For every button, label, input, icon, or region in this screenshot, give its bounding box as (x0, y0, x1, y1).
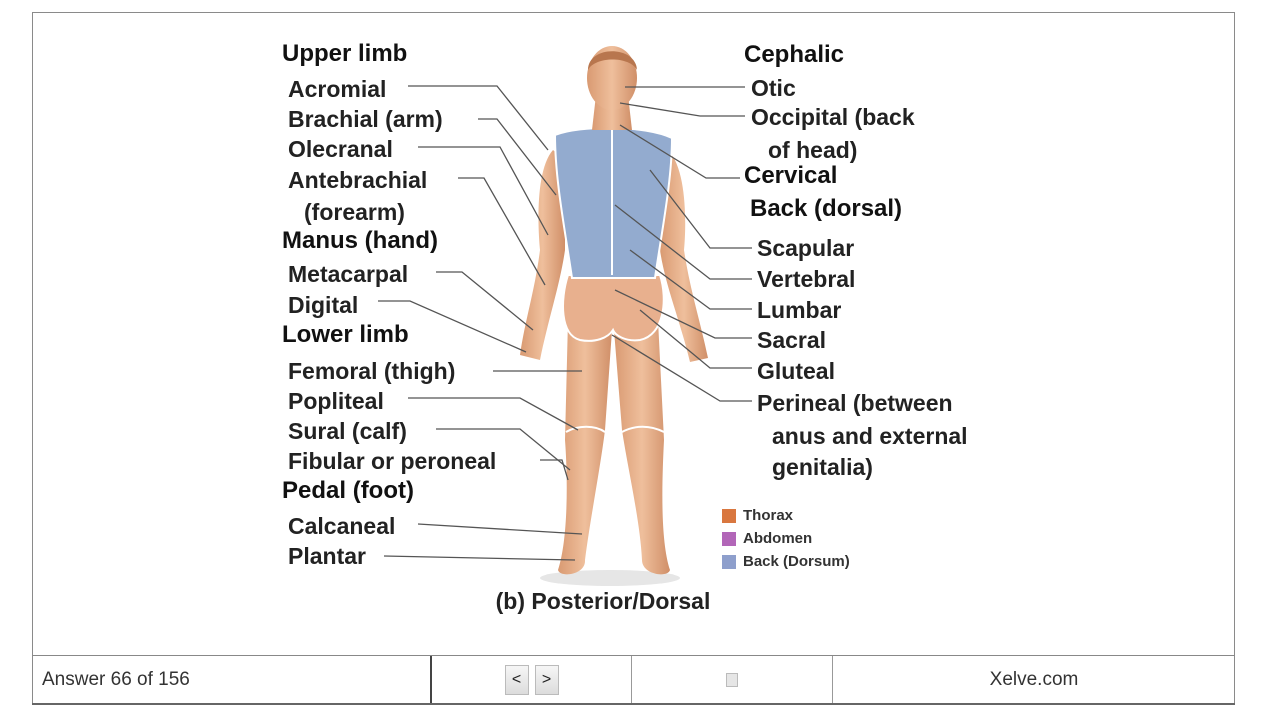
legend: Thorax Abdomen Back (Dorsum) (722, 504, 850, 573)
label-occipital: Occipital (back (751, 104, 915, 130)
label-sural: Sural (calf) (288, 418, 407, 444)
label-cephalic: Cephalic (744, 41, 845, 68)
nav-buttons: < > (432, 656, 632, 703)
label-popliteal: Popliteal (288, 388, 384, 414)
label-olecranal: Olecranal (288, 136, 393, 162)
legend-item-back: Back (Dorsum) (722, 550, 850, 573)
checkbox[interactable] (726, 672, 738, 687)
back-region (553, 126, 674, 279)
leader-lines (378, 85, 752, 561)
label-vertebral: Vertebral (757, 266, 856, 292)
label-cervical: Cervical (744, 162, 838, 189)
label-scapular: Scapular (757, 235, 855, 261)
diagram-caption: (b) Posterior/Dorsal (495, 588, 711, 614)
label-forearm: (forearm) (304, 199, 405, 225)
label-pedal: Pedal (foot) (282, 477, 414, 504)
footer-bar: Answer 66 of 156 < > Xelve.com (32, 655, 1235, 705)
label-gluteal: Gluteal (757, 358, 835, 384)
label-back-dorsal: Back (dorsal) (750, 195, 903, 222)
label-plantar: Plantar (288, 543, 366, 569)
swatch-thorax (722, 508, 736, 523)
label-occipital-cont: of head) (768, 137, 858, 163)
legend-item-abdomen: Abdomen (722, 527, 850, 550)
label-sacral: Sacral (757, 327, 827, 353)
left-leg (558, 320, 612, 575)
swatch-abdomen (722, 531, 736, 546)
label-femoral: Femoral (thigh) (288, 358, 456, 384)
next-button[interactable]: > (534, 664, 559, 695)
toggle-cell (632, 656, 833, 703)
label-calcaneal: Calcaneal (288, 513, 396, 539)
label-perineal: Perineal (between (757, 390, 953, 416)
head (587, 46, 637, 110)
left-arm (520, 150, 565, 360)
swatch-back (722, 554, 736, 569)
label-antebrachial: Antebrachial (288, 167, 428, 193)
legend-item-thorax: Thorax (722, 504, 850, 527)
site-link[interactable]: Xelve.com (989, 668, 1079, 690)
label-brachial: Brachial (arm) (288, 106, 443, 132)
label-metacarpal: Metacarpal (288, 261, 409, 287)
label-digital: Digital (288, 292, 359, 318)
label-fibular: Fibular or peroneal (288, 448, 497, 474)
label-otic: Otic (751, 75, 796, 101)
label-acromial: Acromial (288, 76, 387, 102)
answer-counter: Answer 66 of 156 (32, 656, 432, 703)
label-lower-limb: Lower limb (282, 321, 409, 348)
label-upper-limb: Upper limb (282, 40, 408, 67)
label-perineal-cont1: anus and external (772, 423, 968, 449)
right-arm (660, 150, 708, 362)
label-manus: Manus (hand) (282, 227, 438, 254)
right-leg (614, 320, 670, 575)
prev-button[interactable]: < (504, 664, 529, 695)
label-perineal-cont2: genitalia) (772, 454, 873, 480)
label-lumbar: Lumbar (757, 297, 842, 323)
